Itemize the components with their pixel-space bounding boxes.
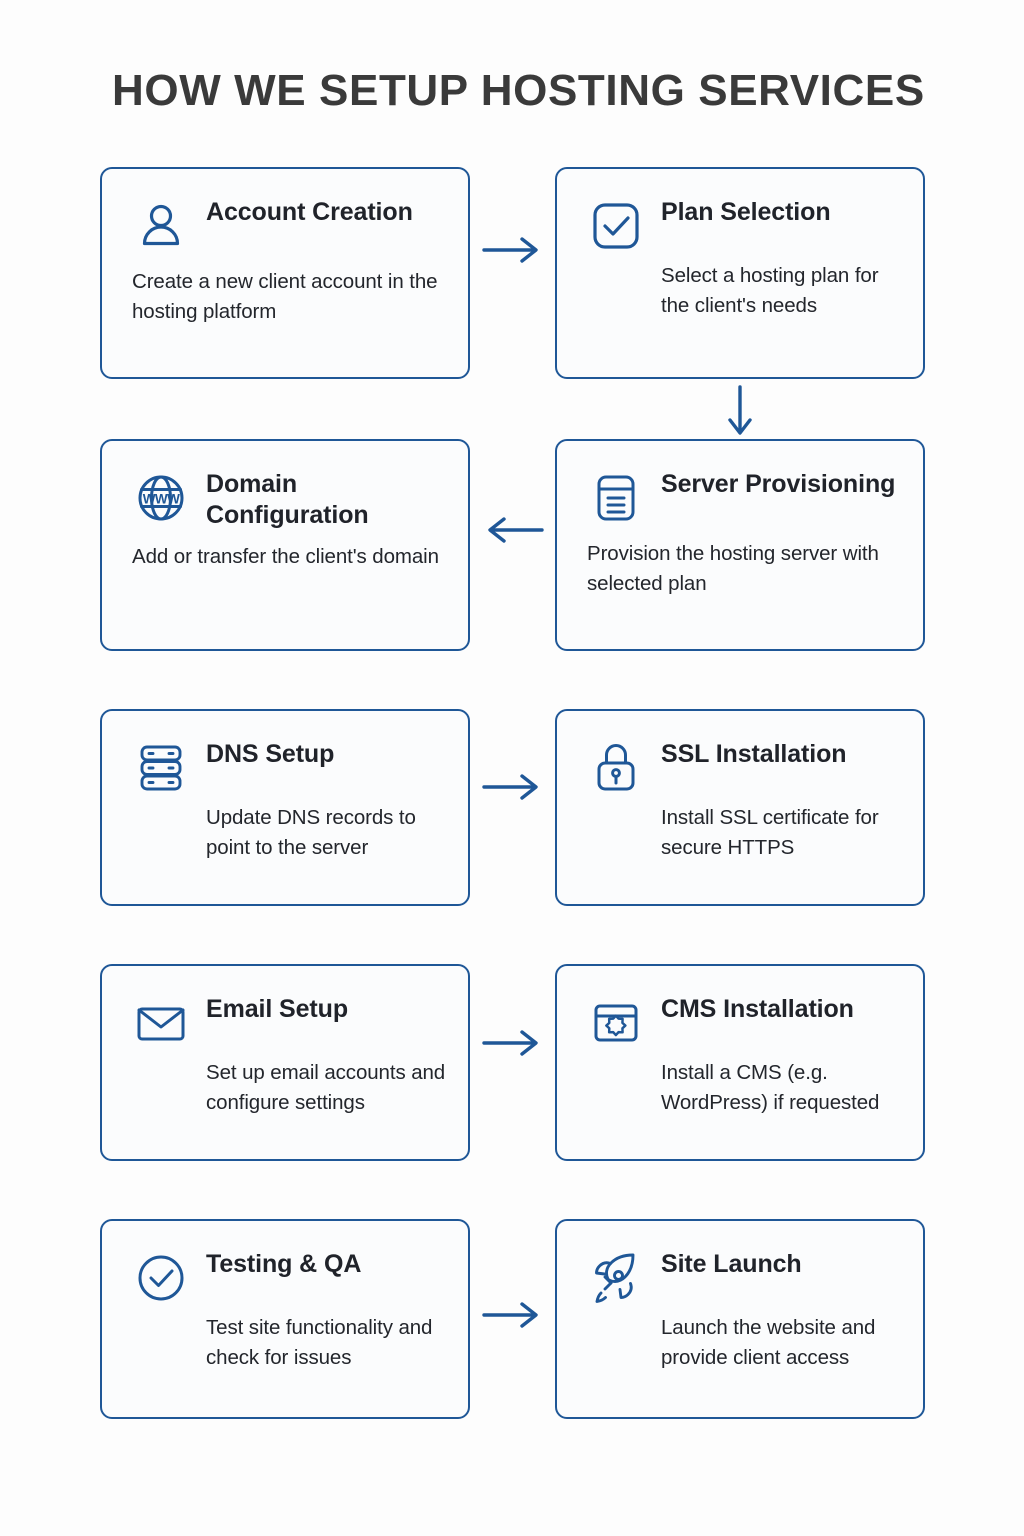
connector-dns-to-ssl [482, 770, 544, 804]
connector-testing-to-launch [482, 1298, 544, 1332]
card-title: Account Creation [206, 198, 413, 226]
rocket-icon [587, 1249, 645, 1307]
user-icon [132, 197, 190, 255]
step-card-dns-setup[interactable]: DNS Setup Update DNS records to point to… [100, 709, 470, 906]
card-description: Install SSL certificate for secure HTTPS [661, 806, 879, 860]
envelope-icon [132, 994, 190, 1052]
server-rack-icon [132, 739, 190, 797]
card-description: Test site functionality and check for is… [206, 1316, 433, 1370]
step-card-site-launch[interactable]: Site Launch Launch the website and provi… [555, 1219, 925, 1419]
connector-server-to-domain [482, 513, 544, 547]
server-icon [587, 469, 645, 527]
card-title: CMS Installation [661, 995, 854, 1023]
card-title: SSL Installation [661, 740, 847, 768]
card-title: Email Setup [206, 995, 348, 1023]
step-card-domain-configuration[interactable]: WWW Domain Configuration Add or transfer… [100, 439, 470, 651]
connector-account-to-plan [482, 233, 544, 267]
card-description: Update DNS records to point to the serve… [206, 806, 416, 860]
card-header: Site Launch [557, 1221, 923, 1307]
connector-email-to-cms [482, 1026, 544, 1060]
check-circle-icon [132, 1249, 190, 1307]
globe-www-icon: WWW [132, 469, 190, 527]
card-header: CMS Installation [557, 966, 923, 1052]
step-card-account-creation[interactable]: Account Creation Create a new client acc… [100, 167, 470, 379]
card-header: DNS Setup [102, 711, 468, 797]
card-header: Plan Selection [557, 169, 923, 255]
step-card-ssl-installation[interactable]: SSL Installation Install SSL certificate… [555, 709, 925, 906]
page-title: HOW WE SETUP HOSTING SERVICES [112, 66, 925, 115]
card-description: Create a new client account in the hosti… [132, 270, 438, 324]
card-header: Testing & QA [102, 1221, 468, 1307]
card-header: Account Creation [102, 169, 468, 255]
card-title: Domain Configuration [206, 470, 369, 529]
card-title: Site Launch [661, 1250, 802, 1278]
card-header: WWW Domain Configuration [102, 441, 468, 530]
connector-plan-to-server [723, 385, 757, 441]
card-header: Email Setup [102, 966, 468, 1052]
card-title: Testing & QA [206, 1250, 362, 1278]
card-description: Set up email accounts and configure sett… [206, 1061, 446, 1115]
step-card-testing-qa[interactable]: Testing & QA Test site functionality and… [100, 1219, 470, 1419]
card-title: Plan Selection [661, 198, 831, 226]
card-description: Launch the website and provide client ac… [661, 1316, 876, 1370]
step-card-cms-installation[interactable]: CMS Installation Install a CMS (e.g. Wor… [555, 964, 925, 1161]
browser-star-icon [587, 994, 645, 1052]
card-header: Server Provisioning [557, 441, 923, 527]
card-title: DNS Setup [206, 740, 335, 768]
card-description: Install a CMS (e.g. WordPress) if reques… [661, 1061, 880, 1115]
step-card-plan-selection[interactable]: Plan Selection Select a hosting plan for… [555, 167, 925, 379]
card-description: Add or transfer the client's domain [132, 545, 439, 568]
step-card-server-provisioning[interactable]: Server Provisioning Provision the hostin… [555, 439, 925, 651]
card-title: Server Provisioning [661, 470, 896, 498]
lock-icon [587, 739, 645, 797]
svg-text:WWW: WWW [143, 492, 180, 507]
card-header: SSL Installation [557, 711, 923, 797]
card-description: Select a hosting plan for the client's n… [661, 264, 879, 318]
card-description: Provision the hosting server with select… [587, 542, 879, 596]
check-square-icon [587, 197, 645, 255]
step-card-email-setup[interactable]: Email Setup Set up email accounts and co… [100, 964, 470, 1161]
